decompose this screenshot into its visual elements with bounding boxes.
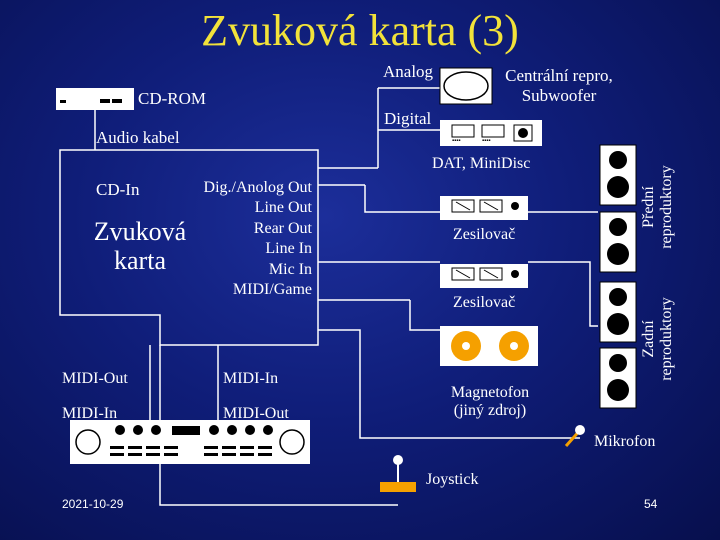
midi-in-left-label: MIDI-In bbox=[62, 405, 118, 422]
front-speakers-label: Přední reproduktory bbox=[640, 165, 676, 249]
joystick-cable bbox=[159, 345, 398, 506]
slide-page-number: 54 bbox=[644, 497, 658, 511]
slide-title: Zvuková karta (3) bbox=[201, 6, 519, 55]
cdrom-label: CD-ROM bbox=[138, 89, 207, 108]
slide-date: 2021-10-29 bbox=[62, 497, 124, 511]
analog-label: Analog bbox=[383, 62, 434, 81]
amplifier-2-label: Zesilovač bbox=[453, 294, 516, 311]
midi-out-right-label: MIDI-Out bbox=[223, 405, 289, 422]
svg-text:▪▪▪▪: ▪▪▪▪ bbox=[452, 138, 461, 144]
dat-minidisc-label: DAT, MiniDisc bbox=[432, 155, 531, 172]
speaker-icon bbox=[599, 281, 637, 343]
microphone-icon bbox=[564, 425, 585, 447]
rear-speakers-label: Zadní reproduktory bbox=[640, 297, 676, 381]
card-ports-list: Dig./Anolog Out Line Out Rear Out Line I… bbox=[203, 179, 312, 299]
central-speaker-label: Centrální repro, Subwoofer bbox=[505, 66, 613, 105]
speaker-icon bbox=[599, 211, 637, 273]
digital-label: Digital bbox=[384, 109, 432, 128]
microphone-label: Mikrofon bbox=[594, 433, 656, 450]
tape-deck-icon bbox=[440, 326, 538, 366]
tape-deck-label: Magnetofon (jiný zdroj) bbox=[450, 384, 530, 420]
central-speaker-icon bbox=[439, 67, 493, 105]
midi-out-left-label: MIDI-Out bbox=[62, 370, 128, 387]
sound-card-name: Zvuková karta bbox=[93, 217, 187, 275]
speaker-icon bbox=[599, 144, 637, 206]
dat-deck-icon: ▪▪▪▪ ▪▪▪▪ bbox=[440, 120, 542, 146]
amp-to-speakers-lines bbox=[528, 211, 598, 327]
audio-cable-label: Audio kabel bbox=[96, 128, 180, 147]
keyboard-icon bbox=[70, 420, 310, 464]
cdrom-drive-icon bbox=[56, 88, 134, 110]
midi-lines bbox=[149, 362, 219, 420]
cd-in-label: CD-In bbox=[96, 180, 140, 199]
amplifier-icon bbox=[440, 264, 528, 288]
speaker-icon bbox=[599, 347, 637, 409]
card-bus-connector bbox=[149, 345, 219, 362]
amplifier-icon bbox=[440, 196, 528, 220]
card-to-devices-lines bbox=[318, 87, 580, 439]
joystick-label: Joystick bbox=[426, 471, 479, 488]
joystick-icon bbox=[380, 455, 416, 492]
midi-in-right-label: MIDI-In bbox=[223, 370, 279, 387]
amplifier-1-label: Zesilovač bbox=[453, 226, 516, 243]
svg-text:▪▪▪▪: ▪▪▪▪ bbox=[482, 138, 491, 144]
